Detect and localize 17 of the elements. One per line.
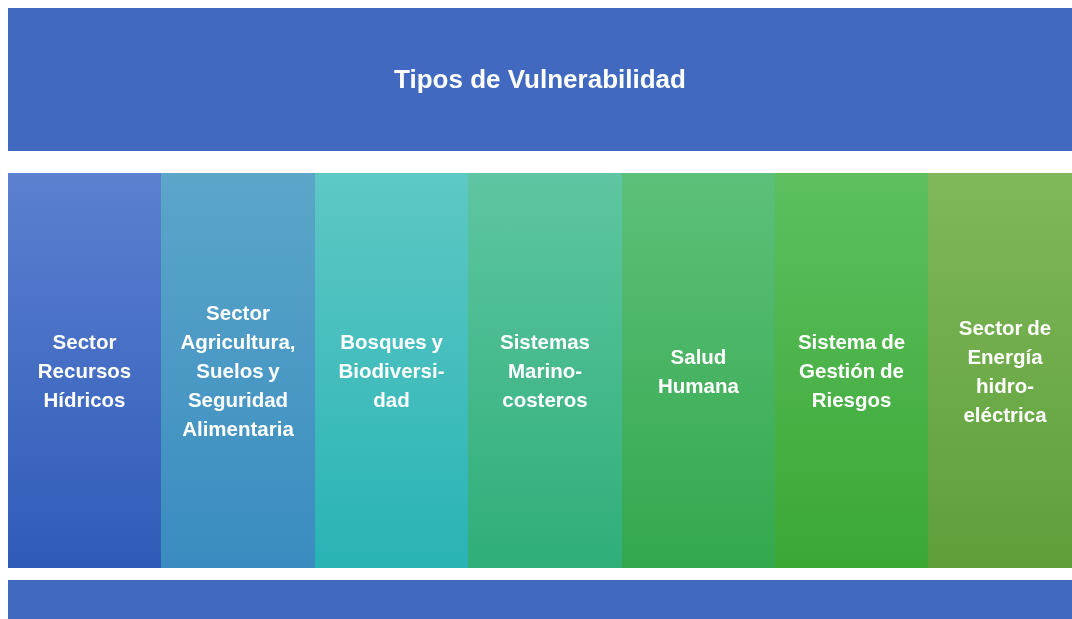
category-column <box>468 173 622 568</box>
category-label: Sector de Energía hidro- eléctrica <box>957 314 1053 428</box>
category-column <box>8 173 161 568</box>
category-column <box>622 173 775 568</box>
category-column <box>315 173 468 568</box>
category-label: Sistema de Gestión de Riesgos <box>796 329 907 413</box>
category-label: Sistemas Marino- costeros <box>499 329 591 413</box>
category-column <box>928 173 1072 568</box>
category-label: Sector Agricultura, Suelos y Seguridad Alimentaria <box>179 300 297 442</box>
category-column <box>161 173 315 568</box>
category-label: Sector Recursos Hídricos <box>36 329 133 413</box>
bottom-bar <box>8 580 1072 619</box>
title-text: Tipos de Vulnerabilidad <box>394 64 686 95</box>
title-banner <box>8 8 1072 151</box>
category-column <box>775 173 928 568</box>
category-label: Bosques y Biodiversi- dad <box>337 329 446 413</box>
category-label: Salud Humana <box>657 343 740 399</box>
